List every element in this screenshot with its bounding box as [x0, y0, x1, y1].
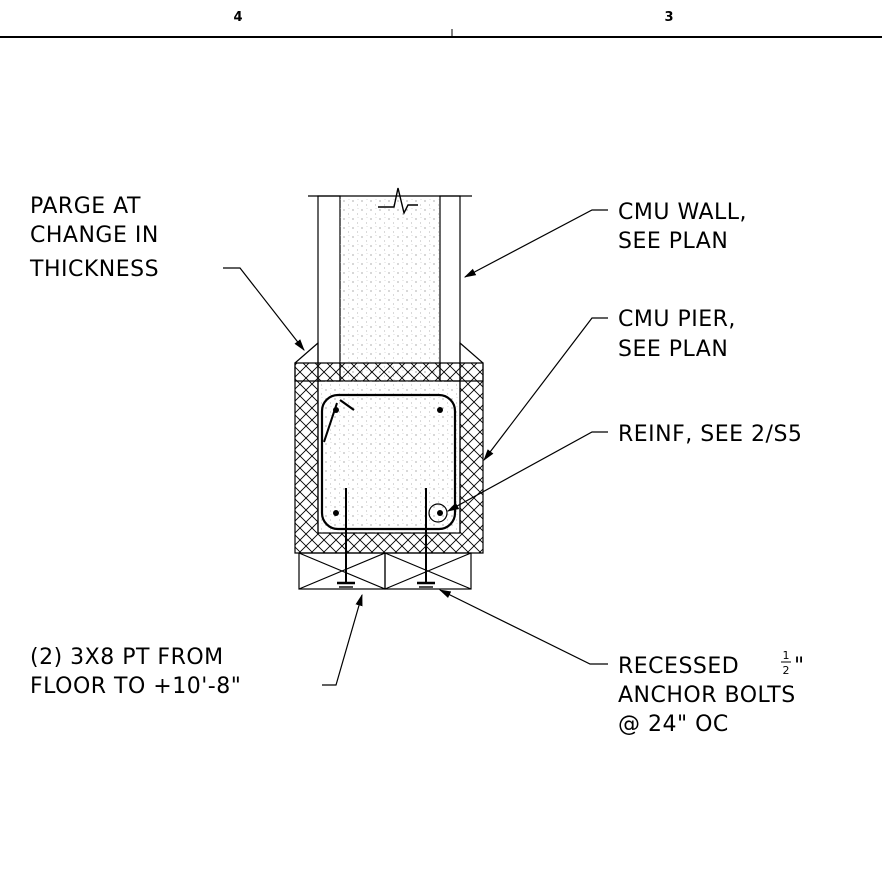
column-number-4: 4 [233, 10, 242, 25]
cmu-wall-line-2: SEE PLAN [618, 229, 728, 254]
parge-line-3: THICKNESS [29, 257, 159, 282]
parge-line-1: PARGE AT [30, 194, 141, 219]
anchor-line-1: RECESSED [618, 654, 739, 679]
anchor-line-1-prefix: RECESSED [618, 654, 739, 679]
cmu-pier-leader [483, 317, 608, 461]
cmu-pier-line-1: CMU PIER, [618, 307, 736, 332]
rebar-dot [437, 407, 443, 413]
anchor-fraction-numerator: 1 [783, 649, 790, 662]
anchor-line-3: @ 24" OC [618, 712, 729, 737]
note-anchor-bolts: RECESSED 1 2 " ANCHOR BOLTS @ 24" OC [618, 649, 805, 737]
note-pt: (2) 3X8 PT FROM FLOOR TO +10'-8" [30, 645, 241, 699]
anchor-line-1-suffix: " [794, 654, 805, 679]
pt-leader [322, 593, 363, 686]
pt-line-1: (2) 3X8 PT FROM [30, 645, 224, 670]
column-number-3: 3 [664, 10, 673, 25]
break-line [378, 187, 418, 216]
rebar-callout-circle [428, 503, 448, 523]
pt-line-2: FLOOR TO +10'-8" [30, 674, 241, 699]
reinf-line-1: REINF, SEE 2/S5 [618, 422, 802, 447]
cmu-wall-leader [463, 209, 608, 278]
parge-line-2: CHANGE IN [30, 223, 159, 248]
cmu-pier-line-2: SEE PLAN [618, 337, 728, 362]
pt-plates [298, 552, 472, 590]
rebar-dot [437, 510, 443, 516]
note-cmu-wall: CMU WALL, SEE PLAN [618, 200, 747, 254]
cmu-wall-line-1: CMU WALL, [618, 200, 747, 225]
parge-leader [223, 267, 305, 351]
reinf-leader [446, 431, 608, 512]
header-strip: 4 3 [0, 10, 882, 38]
anchor-line-2: ANCHOR BOLTS [618, 683, 796, 708]
anchor-fraction-denominator: 2 [783, 664, 790, 677]
anchor-leader [438, 589, 608, 665]
cmu-pier [294, 362, 484, 554]
anchor-bolts [337, 488, 435, 588]
note-reinf: REINF, SEE 2/S5 [618, 422, 802, 447]
rebar-dot [333, 510, 339, 516]
note-parge: PARGE AT CHANGE IN THICKNESS [29, 194, 159, 282]
leaders [223, 209, 608, 686]
reinforcing [320, 393, 457, 531]
cmu-wall [308, 187, 472, 382]
note-cmu-pier: CMU PIER, SEE PLAN [618, 307, 736, 362]
rebar-dot [333, 407, 339, 413]
